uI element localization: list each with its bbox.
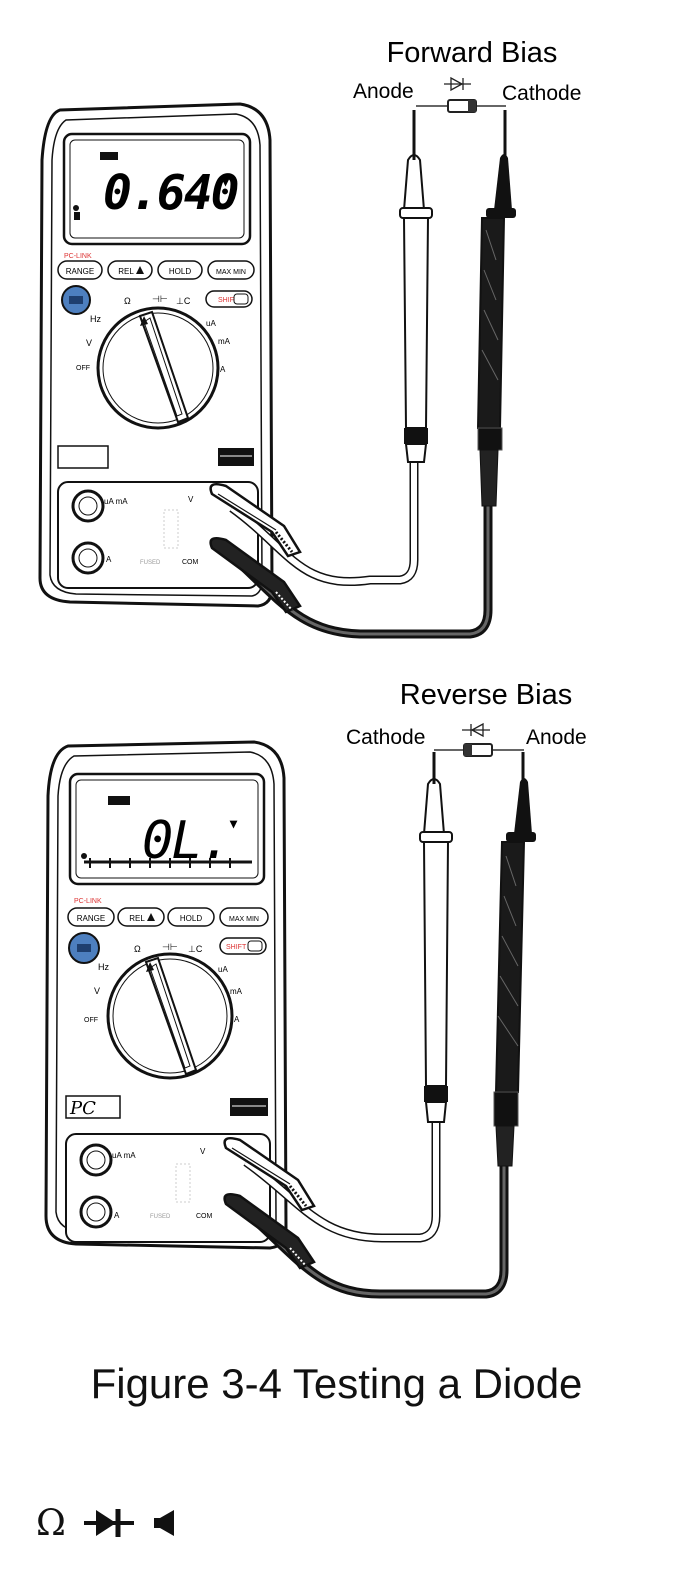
lcd-display [62, 132, 252, 246]
reverse-maxmin-label: MAX MIN [229, 916, 259, 923]
reverse-jack-v: V [200, 1147, 206, 1156]
diode-icon [83, 1509, 134, 1537]
forward-dial-off: OFF [76, 365, 90, 372]
reverse-range-label: RANGE [77, 914, 105, 923]
svg-text:PC: PC [69, 1098, 96, 1119]
forward-cathode-label: Cathode [502, 82, 581, 105]
svg-text:⊣⊢: ⊣⊢ [162, 942, 178, 952]
forward-dial-ma: mA [218, 337, 231, 346]
forward-jack-uama: uA mA [104, 497, 128, 506]
forward-bias-scene: Forward Bias Anode Cathode 0.640 ▾ PC-LI… [0, 0, 673, 650]
forward-hold-label: HOLD [169, 267, 191, 276]
forward-anode-label: Anode [353, 80, 414, 103]
diode-component [416, 99, 506, 113]
range-button[interactable] [57, 260, 103, 280]
jack-ua-ma[interactable] [71, 489, 105, 523]
jack-panel [65, 1133, 271, 1243]
forward-dial-hz: Hz [90, 314, 101, 324]
svg-text:▾: ▾ [229, 815, 238, 831]
forward-range-label: RANGE [66, 267, 94, 276]
forward-shift-label: SHIFT [218, 297, 239, 304]
forward-rel-label: REL [118, 267, 134, 276]
forward-jack-a: A [106, 555, 112, 564]
black-test-lead [223, 752, 536, 1299]
forward-lcd-reading: 0.640 [103, 165, 238, 221]
black-test-lead [209, 110, 516, 639]
diode-component [434, 743, 524, 757]
hold-button[interactable] [167, 907, 215, 927]
svg-text:Ω: Ω [134, 944, 141, 954]
svg-text:▾: ▾ [221, 173, 230, 189]
red-test-lead [209, 110, 433, 586]
forward-maxmin-label: MAX MIN [216, 269, 246, 276]
reverse-dial-off: OFF [84, 1017, 98, 1024]
figure-caption: Figure 3-4 Testing a Diode [90, 1360, 583, 1407]
maxmin-button[interactable] [207, 260, 255, 280]
forward-title: Forward Bias [387, 37, 558, 69]
forward-dial-v: V [86, 338, 92, 348]
reverse-shift-label: SHIFT [226, 944, 247, 951]
red-test-lead [223, 752, 453, 1243]
reverse-bias-diagram: Reverse Bias Cathode Anode 0L. ▾ PC-LINK… [44, 679, 587, 1299]
forward-dial-a: A [220, 365, 226, 374]
reverse-title: Reverse Bias [400, 679, 572, 711]
reverse-dial-hz: Hz [98, 962, 109, 972]
diode-symbol-icon [462, 722, 490, 738]
reverse-anode-label: Anode [526, 726, 587, 749]
rel-button[interactable] [117, 907, 165, 927]
pc-logo-icon: PC [65, 1095, 121, 1119]
forward-jack-v: V [188, 495, 194, 504]
diode-symbol-icon [444, 76, 471, 92]
hold-button[interactable] [157, 260, 203, 280]
function-symbols: Ω [36, 1498, 182, 1548]
range-button[interactable] [67, 907, 115, 927]
reverse-dial-v: V [94, 986, 100, 996]
reverse-dial-a: A [234, 1015, 240, 1024]
svg-text:⊥C: ⊥C [188, 944, 203, 954]
maxmin-button[interactable] [219, 907, 269, 927]
jack-ua-ma[interactable] [79, 1143, 113, 1177]
forward-jack-fused: FUSED [140, 560, 161, 566]
reverse-cathode-label: Cathode [346, 726, 425, 749]
jack-a[interactable] [79, 1195, 113, 1229]
reverse-hold-label: HOLD [180, 914, 202, 923]
svg-text:Ω: Ω [124, 296, 131, 306]
multimeter: 0.640 ▾ PC-LINK RANGE REL HOLD MAX MIN S… [38, 102, 274, 608]
reverse-jack-com: COM [196, 1213, 213, 1220]
reverse-bias-scene: Reverse Bias Cathode Anode 0L. ▾ PC-LINK… [0, 660, 673, 1310]
rel-button[interactable] [107, 260, 153, 280]
speaker-icon [153, 1510, 174, 1536]
svg-text:⊥C: ⊥C [176, 296, 191, 306]
svg-text:⊣⊢: ⊣⊢ [152, 294, 168, 304]
forward-dial-ua: uA [206, 319, 216, 328]
forward-jack-com: COM [182, 559, 199, 566]
forward-pclink-label: PC-LINK [64, 253, 92, 260]
ohm-symbol: Ω [36, 1502, 66, 1544]
reverse-dial-ma: mA [230, 987, 243, 996]
multimeter: 0L. ▾ PC-LINK RANGE REL HOLD MAX MIN SHI… [44, 740, 288, 1250]
reverse-jack-fused: FUSED [150, 1214, 171, 1220]
reverse-pclink-label: PC-LINK [74, 898, 102, 905]
reverse-rel-label: REL [129, 914, 145, 923]
jack-a[interactable] [71, 541, 105, 575]
forward-bias-diagram: Forward Bias Anode Cathode 0.640 ▾ PC-LI… [38, 37, 581, 639]
reverse-jack-a: A [114, 1211, 120, 1220]
reverse-jack-uama: uA mA [112, 1151, 136, 1160]
reverse-dial-ua: uA [218, 965, 228, 974]
